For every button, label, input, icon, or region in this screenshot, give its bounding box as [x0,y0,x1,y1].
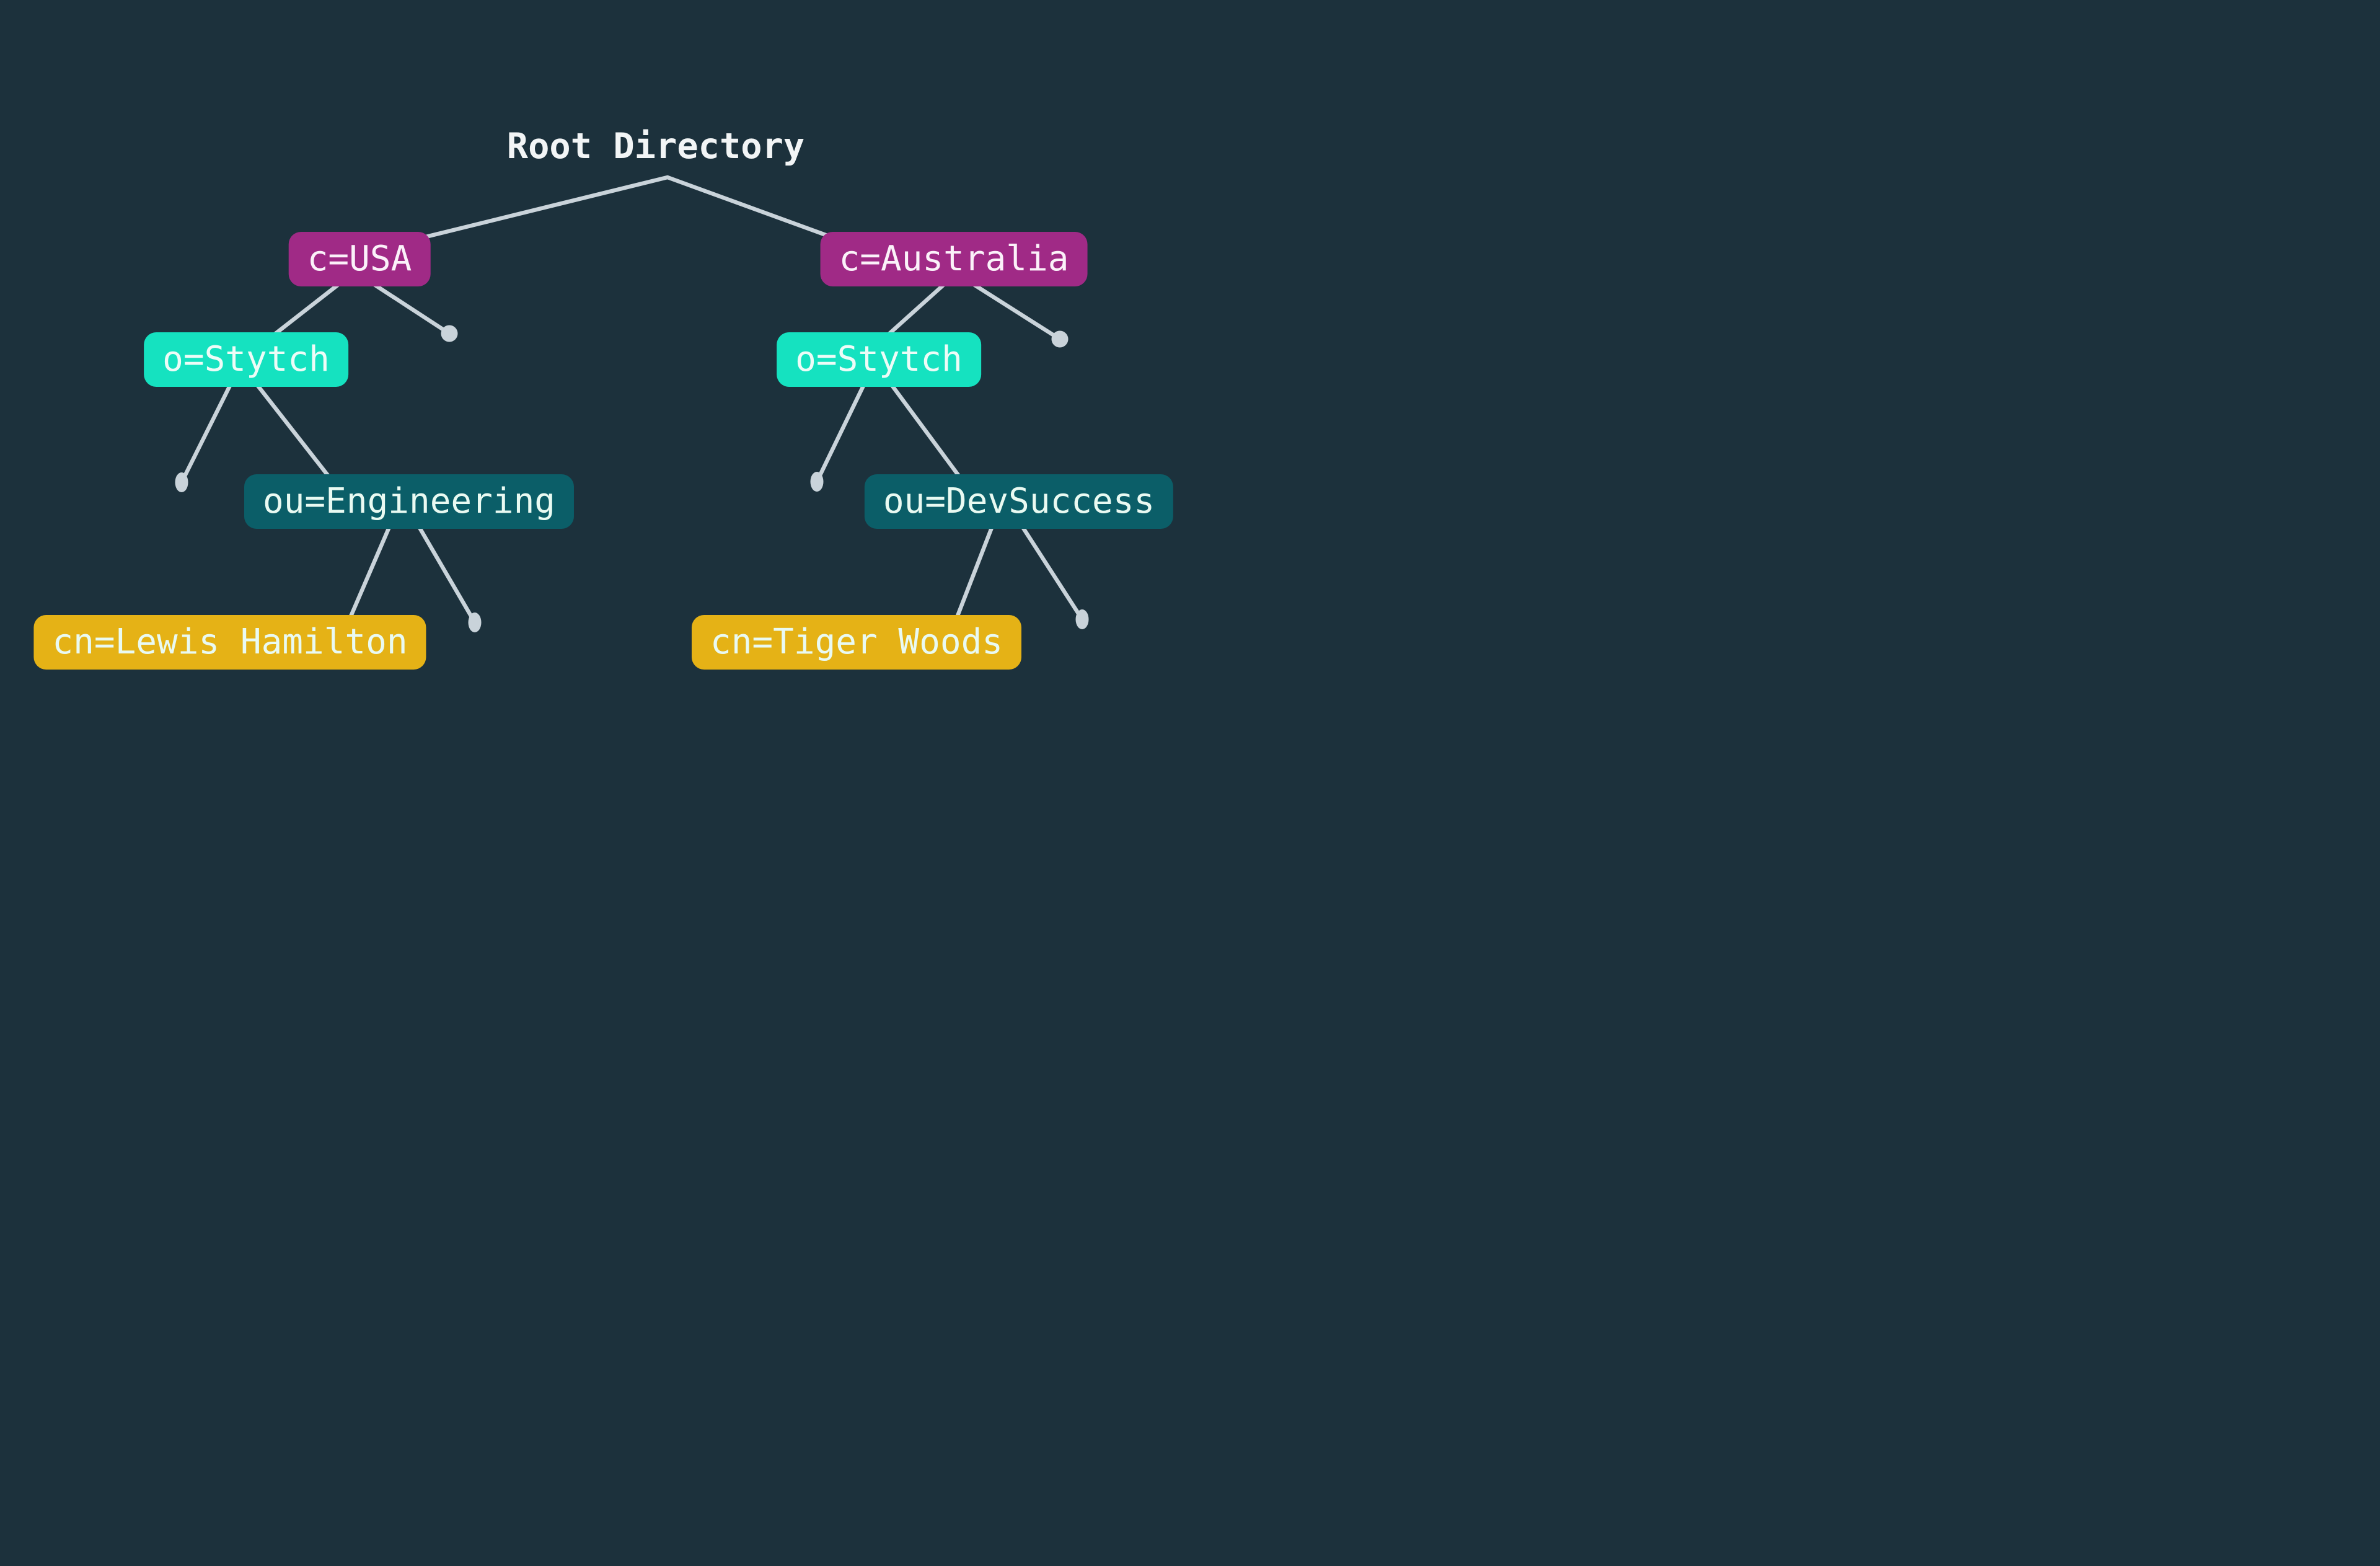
ldap-tree-diagram: Root Directory c=USA c=Australia o=Stytc… [0,0,1190,783]
root-directory-title: Root Directory [506,126,805,167]
edge-ou-devsuccess-to-empty-leaf [1016,519,1085,622]
empty-leaf-dot [175,472,188,492]
empty-leaf-dot [468,613,482,632]
empty-leaf-dot [1075,609,1089,629]
node-c-australia: c=Australia [820,232,1088,286]
edge-root-to-c-usa [383,175,670,249]
edge-c-usa-to-empty-leaf [361,275,452,336]
node-o-stytch-left: o=Stytch [144,332,348,387]
edge-root-to-c-australia [665,175,850,246]
edge-ou-engineering-to-cn-lewis [346,519,394,623]
edge-ou-engineering-to-empty-leaf [413,519,477,625]
edge-c-australia-to-o-stytch [881,276,953,342]
edge-o-stytch-r-to-ou-devsuccess [885,377,966,484]
edge-o-stytch-r-to-empty-leaf [814,377,869,484]
edge-o-stytch-to-empty-leaf [179,377,236,485]
empty-leaf-dot [441,325,458,342]
edge-c-usa-to-o-stytch [266,275,350,342]
node-c-usa: c=USA [288,232,431,286]
edge-o-stytch-to-ou-engineering [250,377,335,484]
edge-c-australia-to-empty-leaf [963,276,1062,342]
node-ou-devsuccess: ou=DevSuccess [864,474,1174,529]
empty-leaf-dot [810,472,824,492]
edge-ou-devsuccess-to-cn-tiger [953,519,997,623]
node-ou-engineering: ou=Engineering [244,474,575,529]
node-o-stytch-right: o=Stytch [777,332,981,387]
empty-leaf-dot [1051,330,1069,348]
connector-layer [175,175,1089,632]
node-cn-tiger-woods: cn=Tiger Woods [691,615,1022,670]
node-cn-lewis-hamilton: cn=Lewis Hamilton [33,615,426,670]
